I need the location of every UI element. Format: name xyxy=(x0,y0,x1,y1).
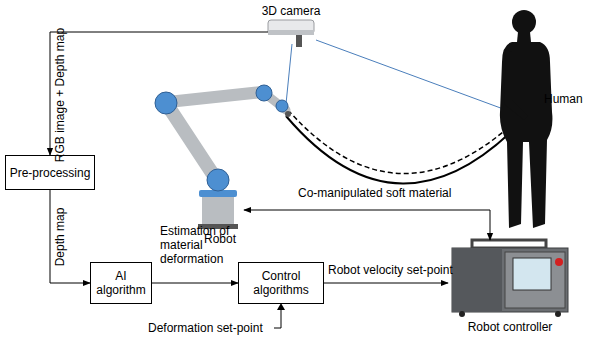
view-line xyxy=(316,40,525,117)
setpoint-line xyxy=(274,309,281,328)
robot-tool xyxy=(285,111,291,117)
camera: 3D camera xyxy=(268,20,314,44)
camera-body xyxy=(268,20,314,34)
robot-controller: Robot controller xyxy=(448,240,572,316)
figure-label: Robot controller xyxy=(468,320,553,334)
connector xyxy=(244,210,490,240)
robot-wrist-joint xyxy=(276,100,288,112)
box-label: AI algorithm xyxy=(94,269,148,297)
connector xyxy=(152,283,238,284)
camera-bracket xyxy=(296,35,302,47)
human: Human xyxy=(482,8,556,230)
box-label: Control algorithms xyxy=(242,269,320,297)
human-neck xyxy=(517,32,531,42)
edge-label: RGB image + Depth map xyxy=(53,27,67,163)
robot-forearm xyxy=(168,92,262,102)
human-body xyxy=(500,42,553,228)
robot-shoulder-joint xyxy=(207,169,229,191)
figure-label: 3D camera xyxy=(262,4,321,18)
controller-side xyxy=(452,248,502,312)
controller-handle xyxy=(472,240,546,248)
human-head xyxy=(512,10,536,34)
camera-face xyxy=(268,30,314,35)
material-label: Co-manipulated soft material xyxy=(298,186,451,200)
edge-label: Depth map xyxy=(53,202,67,272)
controller-wheel xyxy=(555,311,561,317)
setpoint-label: Deformation set-point xyxy=(148,321,263,335)
process-box: Pre-processing xyxy=(5,155,95,190)
controller-wheel xyxy=(459,311,465,317)
edge-label: Robot velocity set-point xyxy=(328,263,453,277)
connector xyxy=(324,283,448,284)
connector xyxy=(50,32,268,155)
box-label: Pre-processing xyxy=(10,166,91,180)
emergency-button xyxy=(555,258,563,266)
soft-material-dashed xyxy=(288,110,525,174)
edge-label: Estimation of material deformation xyxy=(160,224,236,266)
robot-wrist-joint xyxy=(256,85,272,101)
robot-base xyxy=(202,194,234,228)
process-box: AI algorithm xyxy=(90,262,152,304)
controller-door xyxy=(505,252,565,308)
connector xyxy=(50,190,90,283)
process-box: Control algorithms xyxy=(238,262,324,304)
controller-screen xyxy=(513,258,551,290)
setpoint-arrowhead xyxy=(277,303,285,310)
robot-upper-arm xyxy=(168,106,218,182)
human-arm xyxy=(504,50,528,120)
controller-cabinet xyxy=(452,248,568,312)
robot-elbow-joint xyxy=(155,92,177,114)
figure-label: Human xyxy=(544,92,583,106)
